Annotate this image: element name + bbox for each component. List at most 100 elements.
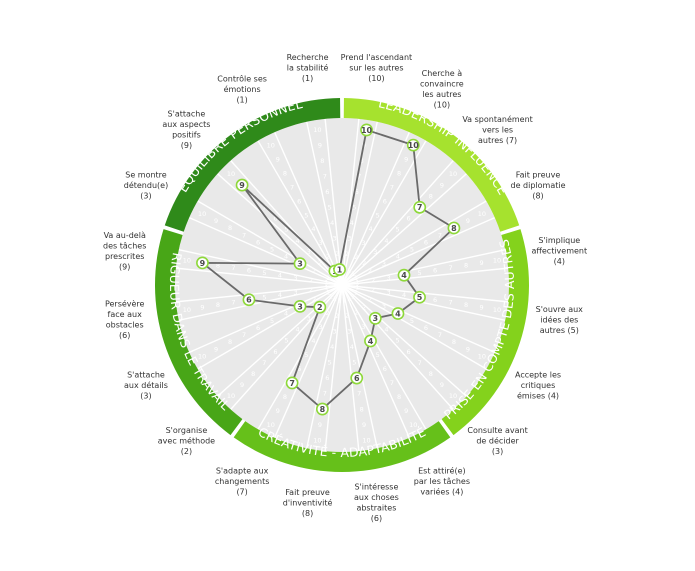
tick-label: 10 — [267, 141, 275, 149]
tick-label: 10 — [198, 352, 206, 360]
tick-label: 3 — [307, 315, 311, 323]
spoke-line — [341, 284, 496, 354]
tick-label: 1 — [355, 284, 359, 292]
sector-band — [164, 98, 341, 232]
data-label: 5 — [417, 293, 423, 302]
tick-label: 1 — [351, 292, 355, 300]
tick-label: 4 — [350, 219, 354, 227]
tick-label: 2 — [371, 286, 375, 294]
tick-label: 7 — [438, 231, 442, 239]
tick-label: 6 — [383, 365, 387, 373]
spoke-line — [341, 160, 454, 286]
tick-label: 5 — [328, 359, 332, 367]
tick-label: 4 — [278, 271, 282, 279]
tick-label: 8 — [429, 370, 433, 378]
tick-label: 3 — [361, 239, 365, 247]
tick-label: 2 — [368, 267, 372, 275]
data-point — [315, 402, 329, 416]
tick-label: 3 — [382, 303, 386, 311]
data-point — [364, 334, 377, 348]
spoke-line — [324, 284, 343, 452]
tick-label: 5 — [410, 317, 414, 325]
tick-label: 4 — [284, 310, 288, 318]
tick-label: 7 — [323, 390, 327, 398]
spoke-line — [257, 140, 343, 286]
spoke-line — [341, 216, 496, 286]
data-label: 7 — [289, 379, 295, 388]
data-point — [293, 299, 307, 313]
tick-label: 7 — [290, 183, 294, 191]
spoke-line — [175, 267, 343, 286]
tick-label: 5 — [270, 246, 274, 254]
spoke-line — [306, 284, 343, 449]
tick-label: 10 — [313, 126, 321, 134]
tick-label: 8 — [228, 224, 232, 232]
data-point — [242, 293, 256, 307]
tick-label: 1 — [354, 274, 358, 282]
tick-label: 2 — [312, 295, 316, 303]
tick-label: 5 — [284, 337, 288, 345]
tick-label: 5 — [328, 204, 332, 212]
tick-label: 8 — [360, 157, 364, 165]
tick-label: 8 — [228, 338, 232, 346]
spoke-line — [341, 284, 378, 449]
tick-label: 3 — [386, 274, 390, 282]
spoke-line — [188, 284, 343, 354]
tick-label: 6 — [407, 215, 411, 223]
tick-label: 6 — [273, 348, 277, 356]
tick-label: 2 — [326, 309, 330, 317]
tick-label: 8 — [216, 301, 220, 309]
tick-label: 6 — [407, 348, 411, 356]
spoke-line — [273, 131, 343, 286]
data-label: 1 — [337, 265, 343, 274]
tick-label: 8 — [283, 393, 287, 401]
tick-label: 6 — [433, 296, 437, 304]
tick-label: 1 — [354, 288, 358, 296]
tick-label: 3 — [361, 323, 365, 331]
tick-label: 3 — [347, 328, 351, 336]
data-point — [235, 178, 249, 192]
tick-label: 8 — [464, 301, 468, 309]
tick-label: 4 — [311, 225, 315, 233]
tick-label: 1 — [326, 288, 330, 296]
tick-label: 8 — [216, 262, 220, 270]
tick-label: 6 — [256, 238, 260, 246]
tick-label: 5 — [395, 337, 399, 345]
spoke-line — [341, 267, 509, 286]
tick-label: 5 — [410, 246, 414, 254]
tick-label: 1 — [324, 284, 328, 292]
tick-label: 9 — [466, 217, 470, 225]
tick-label: 3 — [333, 328, 337, 336]
tick-label: 7 — [231, 298, 235, 306]
tick-label: 5 — [270, 317, 274, 325]
tick-label: 2 — [368, 295, 372, 303]
tick-label: 7 — [262, 203, 266, 211]
spoke-line — [188, 216, 343, 286]
tick-label: 9 — [276, 155, 280, 163]
tick-label: 3 — [293, 289, 297, 297]
tick-label: 4 — [402, 291, 406, 299]
tick-label: 4 — [330, 219, 334, 227]
spoke-line — [324, 118, 343, 286]
data-point — [413, 200, 427, 214]
data-point — [397, 268, 411, 282]
spoke-line — [341, 284, 487, 370]
data-point — [293, 257, 307, 271]
spoke-line — [341, 284, 427, 430]
tick-label: 5 — [352, 204, 356, 212]
tick-label: 9 — [466, 345, 470, 353]
tick-label: 7 — [448, 298, 452, 306]
tick-label: 7 — [357, 173, 361, 181]
tick-label: 4 — [311, 337, 315, 345]
tick-label: 8 — [397, 393, 401, 401]
data-label: 9 — [200, 259, 206, 268]
tick-label: 5 — [417, 269, 421, 277]
data-point — [196, 256, 209, 270]
